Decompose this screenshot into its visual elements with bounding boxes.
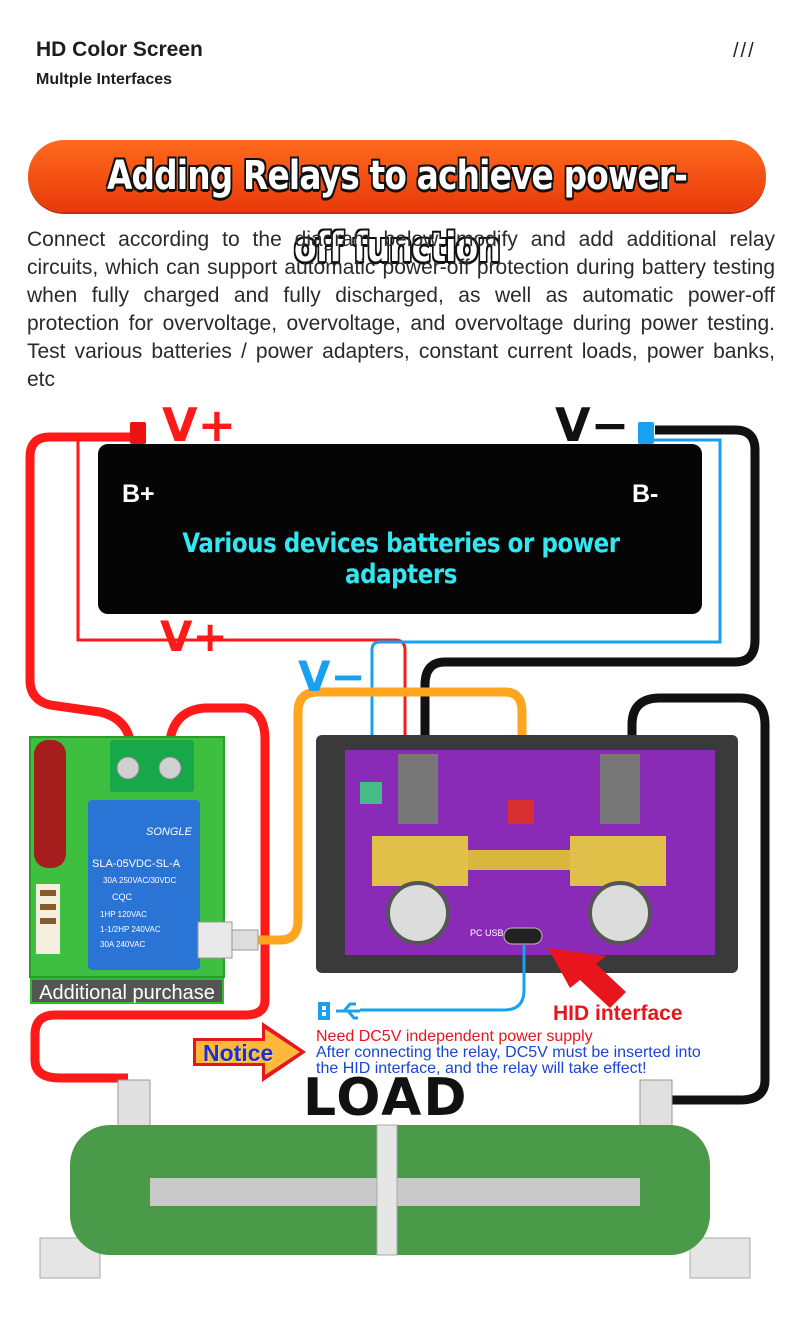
notice-label: Notice	[203, 1040, 274, 1066]
vminus-top-label: V−	[555, 398, 630, 452]
hid-note-2: After connecting the relay, DC5V must be…	[316, 1044, 701, 1061]
meter-usb-label: PC USB	[470, 928, 504, 938]
vplus-terminal	[130, 422, 146, 444]
usb-cable	[360, 945, 526, 1012]
title-banner	[28, 140, 766, 212]
relay-brand: SONGLE	[146, 826, 192, 838]
relay-rating-4: 30A 240VAC	[100, 940, 146, 949]
hid-note-1: Need DC5V independent power supply	[316, 1028, 593, 1045]
relay-model: SLA-05VDC-SL-A	[92, 858, 181, 870]
meter-body	[316, 735, 738, 973]
orange-wire	[258, 687, 527, 945]
vminus-mid-label: V−	[298, 652, 366, 701]
black-wire-main	[420, 425, 760, 830]
vplus-top-label: V+	[162, 398, 237, 452]
battery-negative-label: B-	[632, 480, 659, 508]
relay-caption: Additional purchase	[30, 978, 224, 1004]
red-wire-main	[25, 432, 135, 742]
blue-sense-wire	[370, 438, 722, 760]
banner-title: Adding Relays to achieve power-off funct…	[106, 153, 688, 271]
load-label: LOAD	[303, 1068, 469, 1128]
relay-board	[29, 736, 259, 978]
battery-positive-label: B+	[122, 480, 155, 508]
header-subtitle: Multple Interfaces	[36, 71, 173, 88]
relay-rating-2: 1HP 120VAC	[100, 910, 147, 919]
red-wire-relay-load	[30, 703, 270, 1083]
battery-caption: Various devices batteries or power adapt…	[182, 528, 620, 590]
battery-box	[98, 444, 702, 614]
description-text: Connect according to the diagram below, …	[27, 228, 775, 391]
usb-icon	[318, 1002, 360, 1020]
load-resistor	[39, 1079, 751, 1279]
hid-interface-label: HID interface	[553, 1002, 683, 1025]
header-title: HD Color Screen	[36, 38, 203, 61]
black-wire-load	[627, 693, 770, 1105]
vplus-mid-label: V+	[160, 612, 228, 661]
hid-note-3: the HID interface, and the relay will ta…	[316, 1060, 647, 1077]
relay-rating-1: 30A 250VAC/30VDC	[103, 876, 177, 885]
header-mark: ///	[733, 40, 756, 62]
relay-rating-3: 1-1/2HP 240VAC	[100, 925, 161, 934]
vminus-terminal	[638, 422, 654, 444]
relay-cert: CQC	[112, 892, 132, 902]
arrow-icon	[548, 948, 626, 1008]
